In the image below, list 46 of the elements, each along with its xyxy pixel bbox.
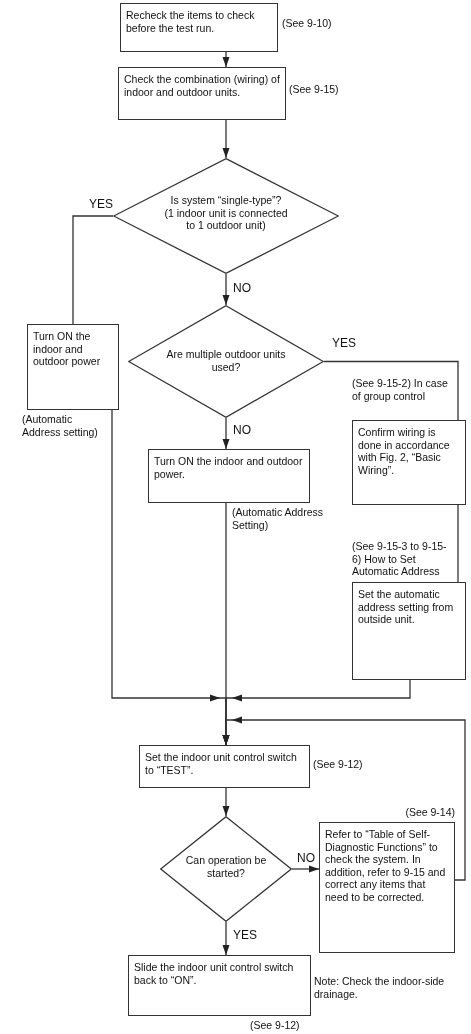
question-text: Are multiple outdoor units used? bbox=[165, 347, 287, 374]
connector-line bbox=[72, 215, 114, 325]
process-box bbox=[319, 822, 455, 953]
decision-diamond bbox=[128, 305, 324, 418]
process-box bbox=[352, 582, 466, 680]
decision-diamond bbox=[113, 158, 339, 274]
step-text: Slide the indoor unit control switch back to “ON”. bbox=[134, 961, 295, 987]
arrow bbox=[222, 51, 230, 68]
process-box bbox=[128, 955, 311, 1016]
question-text: (1 indoor unit is connected to 1 outdoor unit) bbox=[163, 206, 289, 232]
process-box bbox=[352, 420, 466, 505]
connector-line bbox=[457, 504, 459, 583]
question-text: Is system “single-type”? bbox=[169, 194, 283, 207]
step-text: Turn ON the indoor and outdoor power. bbox=[154, 455, 304, 481]
process-box bbox=[139, 745, 310, 788]
arrow bbox=[222, 921, 230, 956]
reference-note: (Automatic Address Setting) bbox=[232, 506, 325, 532]
step-text: Check the combination (wiring) of indoor and outdoor units. bbox=[124, 73, 280, 99]
reference-note: (See 9-12) bbox=[250, 1019, 301, 1032]
process-box bbox=[27, 324, 119, 410]
arrow bbox=[222, 417, 230, 450]
connector-line bbox=[323, 360, 459, 421]
reference-note: (See 9-15-2) In case of group control bbox=[352, 377, 449, 403]
arrow bbox=[222, 119, 230, 159]
arrow bbox=[222, 719, 466, 881]
process-box bbox=[118, 67, 286, 120]
process-box bbox=[120, 3, 278, 52]
question-text: Can operation be started? bbox=[184, 854, 268, 880]
step-text: Recheck the items to check before the test run. bbox=[126, 9, 256, 35]
step-text: Turn ON the indoor and outdoor power bbox=[33, 330, 102, 368]
step-text: Refer to “Table of Self-Diagnostic Functions” to check the system. In addition, refer to 9-15 and correct any items that need to be corrected. bbox=[325, 828, 447, 904]
step-text: Set the indoor unit control switch to “TEST”. bbox=[145, 751, 298, 777]
process-box bbox=[148, 449, 310, 503]
arrow bbox=[291, 865, 320, 873]
decision-diamond bbox=[160, 816, 292, 922]
reference-note: (See 9-14) bbox=[404, 806, 455, 819]
arrow bbox=[222, 273, 230, 306]
reference-note: (See 9-15-3 to 9-15-6) How to Set Automatic Address bbox=[352, 540, 448, 578]
reference-note: (See 9-10) bbox=[282, 17, 333, 30]
note-text: Note: Check the indoor-side drainage. bbox=[314, 975, 446, 1001]
step-text: Set the automatic address setting from outside unit. bbox=[358, 588, 455, 626]
step-text: Confirm wiring is done in accordance with Fig. 2, “Basic Wiring”. bbox=[358, 426, 451, 477]
arrow bbox=[222, 787, 230, 817]
reference-note: (See 9-15) bbox=[289, 83, 340, 96]
reference-note: (Automatic Address setting) bbox=[22, 413, 99, 439]
reference-note: (See 9-12) bbox=[313, 758, 364, 771]
